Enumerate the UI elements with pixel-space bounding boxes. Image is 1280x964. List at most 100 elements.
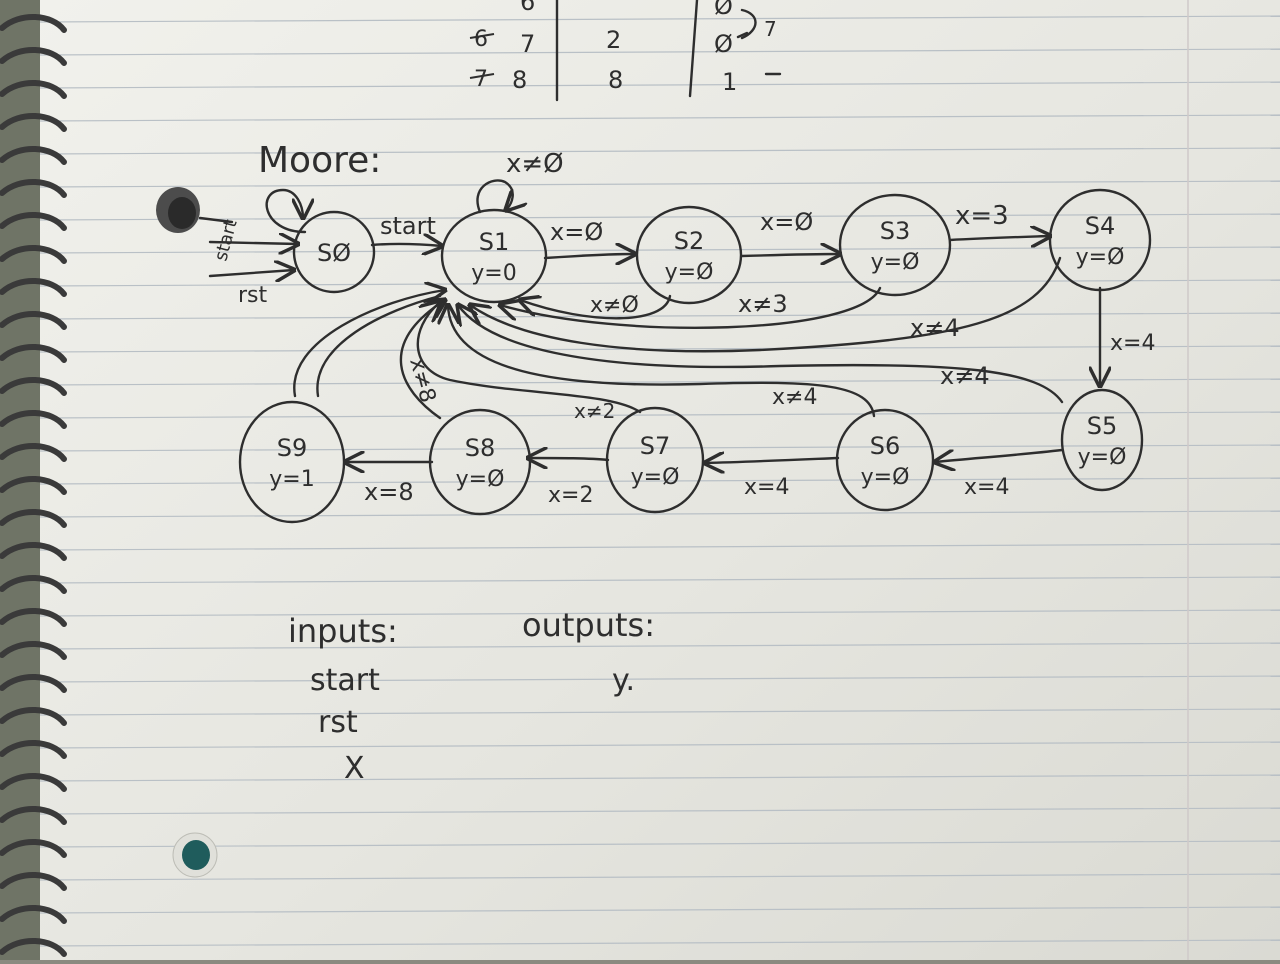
state-s4 bbox=[1048, 188, 1152, 292]
state-s5-output: y=Ø bbox=[1078, 445, 1127, 470]
state-s1 bbox=[440, 208, 548, 304]
state-s7-output: y=Ø bbox=[631, 465, 680, 490]
transition-s8-s1 bbox=[399, 300, 445, 420]
table-row-2-right: Ø bbox=[714, 30, 733, 58]
ruled-line bbox=[39, 15, 1280, 23]
ruled-line bbox=[39, 840, 1280, 848]
table-annotation-bracket bbox=[740, 8, 757, 40]
transition-s9-s1-second-stroke bbox=[316, 294, 442, 398]
spiral-coil bbox=[0, 277, 67, 297]
spiral-coil bbox=[0, 244, 67, 264]
spiral-coil bbox=[0, 871, 67, 891]
ruled-line bbox=[39, 543, 1280, 551]
ruled-line bbox=[39, 312, 1280, 320]
transition-s3-s4 bbox=[948, 236, 1050, 240]
transition-s4-s1 bbox=[470, 256, 1062, 353]
spiral-coil bbox=[0, 79, 67, 99]
spiral-coil bbox=[0, 310, 67, 330]
state-s9-name: S9 bbox=[277, 434, 308, 462]
state-s5 bbox=[1060, 388, 1144, 492]
table-row-3-mid: 8 bbox=[608, 66, 623, 94]
ruled-line bbox=[39, 411, 1280, 419]
label-s2-s3: x=Ø bbox=[760, 208, 813, 236]
label-s0-s1: start bbox=[380, 212, 436, 240]
label-s2-s1: x≠Ø bbox=[590, 293, 639, 318]
spiral-coil bbox=[0, 574, 67, 594]
label-s6-s7: x=4 bbox=[744, 475, 789, 500]
label-rst: rst bbox=[238, 283, 268, 308]
state-s2-output: y=Ø bbox=[665, 260, 714, 285]
ruled-line bbox=[39, 246, 1280, 254]
state-s1-output: y=0 bbox=[471, 261, 516, 286]
table-struck-digit-2: 7 bbox=[474, 67, 488, 92]
table-row-3-left: 8 bbox=[512, 66, 527, 94]
spiral-coil bbox=[0, 838, 67, 858]
table-row-1-right: Ø bbox=[714, 0, 733, 20]
spiral-binding-icon bbox=[0, 13, 67, 957]
ruled-line bbox=[39, 906, 1280, 914]
transition-s7-s1 bbox=[416, 302, 642, 414]
paper-sheet bbox=[40, 0, 1280, 960]
state-s6-name: S6 bbox=[870, 432, 901, 460]
ruled-line bbox=[39, 477, 1280, 485]
spiral-coil bbox=[0, 739, 67, 759]
ruled-line bbox=[39, 939, 1280, 947]
ruled-line bbox=[39, 213, 1280, 221]
punch-hole-icon bbox=[172, 832, 218, 878]
state-s6-output: y=Ø bbox=[861, 465, 910, 490]
spiral-coil bbox=[0, 145, 67, 165]
ruled-line bbox=[39, 708, 1280, 716]
ruled-line bbox=[39, 345, 1280, 353]
state-s4-name: S4 bbox=[1085, 212, 1116, 240]
ruled-line bbox=[39, 48, 1280, 56]
ruled-line bbox=[39, 444, 1280, 452]
state-s0 bbox=[292, 210, 376, 294]
ruled-line bbox=[39, 576, 1280, 584]
table-annotation: 7 bbox=[764, 17, 777, 41]
top-table bbox=[555, 0, 782, 102]
transition-s5-s1 bbox=[458, 305, 1064, 404]
ruled-line bbox=[39, 807, 1280, 815]
spiral-coil bbox=[0, 640, 67, 660]
label-s3-s1: x≠3 bbox=[738, 290, 788, 318]
transition-s0-s1 bbox=[370, 244, 442, 246]
state-s2 bbox=[635, 205, 743, 305]
ruled-lines bbox=[39, 15, 1280, 947]
transition-s1-self-loop bbox=[476, 179, 512, 212]
state-s9 bbox=[238, 400, 346, 524]
table-row-1-left: 6 bbox=[520, 0, 535, 16]
ruled-line bbox=[39, 873, 1280, 881]
label-s7-s1: x≠2 bbox=[574, 399, 615, 423]
ruled-line bbox=[39, 774, 1280, 782]
state-s8-name: S8 bbox=[465, 434, 496, 462]
output-item-y: y. bbox=[612, 663, 635, 698]
transition-s5-s6 bbox=[935, 448, 1064, 462]
table-strike-mark bbox=[469, 33, 495, 39]
transition-s2-s1 bbox=[520, 296, 672, 320]
ruled-line bbox=[39, 741, 1280, 749]
state-s1-name: S1 bbox=[479, 228, 510, 256]
state-s7-name: S7 bbox=[640, 432, 671, 460]
punch-hole-icon bbox=[156, 187, 200, 233]
transition-s2-s3 bbox=[740, 254, 840, 256]
transition-s3-s1 bbox=[500, 286, 882, 330]
table-row-2-left: 7 bbox=[520, 30, 535, 58]
table-row-3-right: 1 bbox=[722, 68, 737, 96]
spiral-coil bbox=[0, 211, 67, 231]
input-item-start: start bbox=[310, 663, 380, 698]
spiral-coil bbox=[0, 178, 67, 198]
transition-s0-self-loop bbox=[265, 188, 305, 234]
label-s8-s9: x=8 bbox=[364, 478, 414, 506]
spiral-coil bbox=[0, 937, 67, 957]
transition-start-into-s0 bbox=[208, 242, 298, 244]
ruled-line bbox=[39, 81, 1280, 89]
table-row-2-mid: 2 bbox=[606, 26, 621, 54]
ruled-line bbox=[39, 642, 1280, 650]
transition-s6-s7 bbox=[705, 458, 840, 463]
spiral-coil bbox=[0, 343, 67, 363]
label-s7-s8: x=2 bbox=[548, 483, 593, 508]
spiral-coil bbox=[0, 706, 67, 726]
spiral-coil bbox=[0, 442, 67, 462]
